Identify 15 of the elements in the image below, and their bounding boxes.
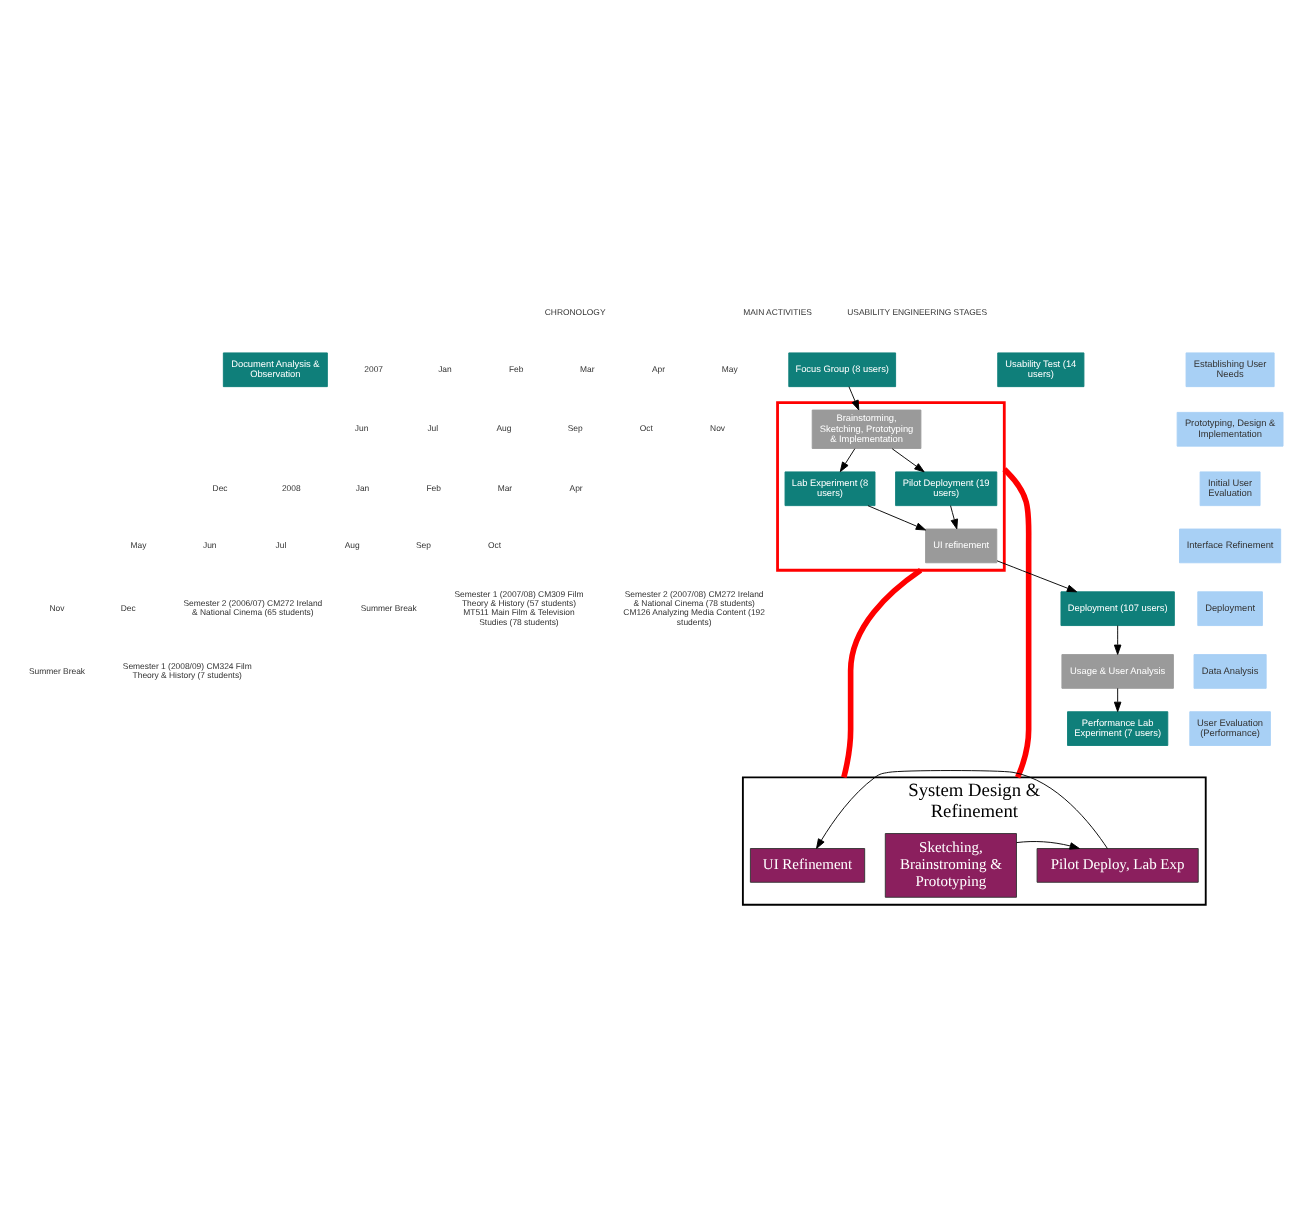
node-box: Sketching, Brainstroming & Prototyping bbox=[884, 833, 1017, 898]
connector bbox=[1002, 467, 1032, 779]
arrow bbox=[950, 505, 958, 530]
arrow bbox=[816, 770, 1108, 849]
arrow bbox=[848, 386, 860, 411]
connector bbox=[841, 567, 923, 778]
arrow bbox=[1113, 625, 1122, 655]
arrow bbox=[1016, 841, 1080, 850]
arrow bbox=[839, 448, 856, 473]
node-box: UI Refinement bbox=[749, 848, 866, 883]
node-box: Pilot Deploy, Lab Exp bbox=[1036, 848, 1199, 883]
arrow bbox=[996, 560, 1078, 593]
arrow bbox=[891, 448, 925, 473]
arrow bbox=[867, 505, 927, 531]
arrow bbox=[1113, 687, 1122, 712]
